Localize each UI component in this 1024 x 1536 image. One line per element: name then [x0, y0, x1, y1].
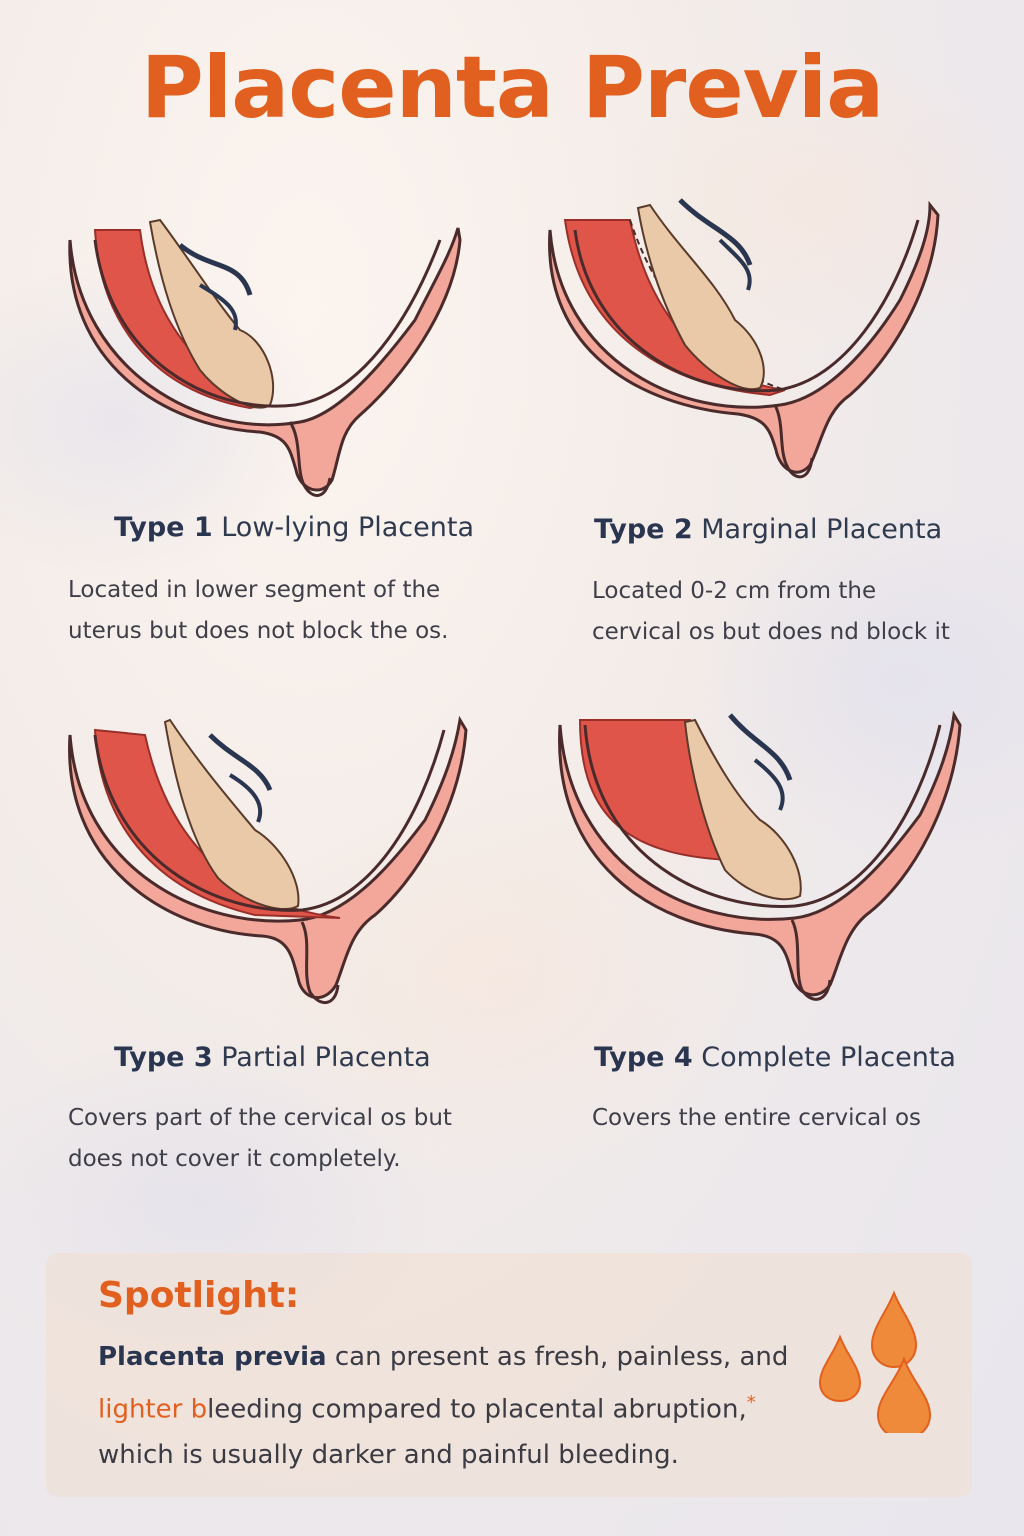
spotlight-text-1: can present as fresh, painless, and [326, 1342, 789, 1372]
uterus-illustration-type-3 [68, 715, 468, 1004]
uterus-illustration-type-4 [558, 710, 962, 1001]
page-title: Placenta Previa [140, 38, 885, 138]
type-3-description: Covers part of the cervical os but does … [68, 1098, 508, 1180]
spotlight-bold-lead: Placenta previa [98, 1342, 327, 1372]
spotlight-text: Placenta previa can present as fresh, pa… [98, 1335, 828, 1478]
spotlight-text-2: leeding compared to placental abruption, [207, 1394, 747, 1425]
type-4-number: Type 4 [594, 1042, 693, 1073]
type-4-description: Covers the entire cervical os [592, 1098, 1024, 1139]
spotlight-star: * [746, 1392, 756, 1413]
type-4-title: Type 4 Complete Placenta [594, 1042, 956, 1073]
uterus-illustration-type-2 [548, 198, 940, 479]
type-1-number: Type 1 [114, 512, 213, 543]
type-3-title: Type 3 Partial Placenta [114, 1042, 431, 1073]
spotlight-orange-word: lighter b [98, 1394, 208, 1425]
type-2-title: Type 2 Marginal Placenta [594, 514, 942, 545]
panel-type-1: Type 1 Low-lying Placenta Located in low… [40, 200, 500, 660]
type-1-description: Located in lower segment of the uterus b… [68, 570, 508, 652]
spotlight-heading: Spotlight: [98, 1275, 300, 1316]
type-4-desc-line-1: Covers the entire cervical os [592, 1105, 921, 1131]
type-3-desc-line-1: Covers part of the cervical os but [68, 1105, 452, 1131]
type-1-title: Type 1 Low-lying Placenta [114, 512, 474, 543]
type-3-name: Partial Placenta [221, 1042, 431, 1073]
spotlight-text-3: which is usually darker and painful blee… [98, 1439, 679, 1470]
panel-type-4: Type 4 Complete Placenta Covers the enti… [540, 700, 1000, 1180]
type-3-desc-line-2: does not cover it completely. [68, 1146, 401, 1172]
type-2-name: Marginal Placenta [701, 514, 943, 545]
type-4-name: Complete Placenta [701, 1042, 956, 1073]
type-2-description: Located 0-2 cm from the cervical os but … [592, 571, 1024, 653]
type-1-name: Low-lying Placenta [221, 512, 474, 543]
panel-type-2: Type 2 Marginal Placenta Located 0-2 cm … [520, 180, 980, 660]
blood-drop-icon [818, 1290, 932, 1433]
type-2-desc-line-2: cervical os but does nd block it [592, 619, 950, 645]
type-3-number: Type 3 [114, 1042, 213, 1073]
type-1-desc-line-2: uterus but does not block the os. [68, 618, 449, 644]
panel-type-3: Type 3 Partial Placenta Covers part of t… [40, 710, 500, 1180]
spotlight-box: Spotlight: Placenta previa can present a… [46, 1253, 972, 1497]
type-1-desc-line-1: Located in lower segment of the [68, 577, 441, 603]
uterus-illustration-type-1 [68, 218, 462, 497]
type-2-desc-line-1: Located 0-2 cm from the [592, 578, 877, 604]
type-2-number: Type 2 [594, 514, 693, 545]
